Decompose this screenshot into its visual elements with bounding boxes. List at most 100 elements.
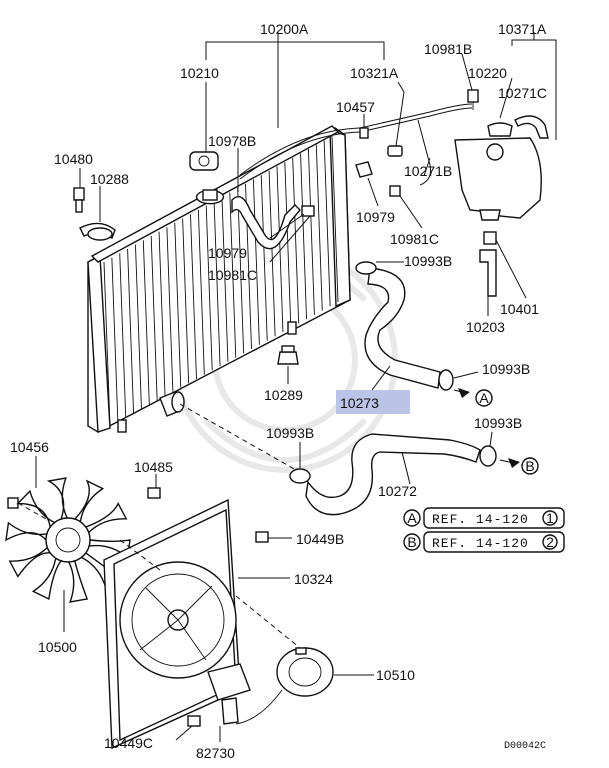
radiator-fin — [292, 157, 300, 324]
label-10979-right[interactable]: 10979 — [356, 209, 395, 225]
ref-a-letter: A — [407, 510, 417, 526]
ref-a-text: REF. 14-120 — [432, 512, 529, 527]
radiator-fin — [284, 162, 292, 328]
radiator-fin — [237, 188, 245, 354]
fan-blade — [16, 489, 56, 529]
label-10203[interactable]: 10203 — [466, 319, 505, 335]
ref-b-letter: B — [407, 534, 416, 550]
label-10200A[interactable]: 10200A — [260, 21, 309, 37]
label-10993B-low-left[interactable]: 10993B — [266, 425, 314, 441]
label-10210[interactable]: 10210 — [180, 65, 219, 81]
ref-box-a[interactable]: A REF. 14-120 1 — [403, 507, 565, 529]
radiator-fin — [134, 244, 142, 409]
radiator-fin — [307, 149, 315, 315]
fan-blade — [8, 546, 52, 578]
label-10981C-left[interactable]: 10981C — [208, 267, 257, 283]
label-10271B[interactable]: 10271B — [404, 163, 452, 179]
label-10978B[interactable]: 10978B — [208, 133, 256, 149]
label-10993B-mid[interactable]: 10993B — [482, 361, 530, 377]
radiator-fin — [323, 140, 331, 307]
fasteners — [7, 89, 497, 727]
arrow-b-letter: B — [525, 458, 534, 474]
label-10993B-top[interactable]: 10993B — [404, 253, 452, 269]
hose-10273 — [364, 267, 441, 389]
radiator-fin — [252, 179, 260, 345]
label-10449B[interactable]: 10449B — [296, 531, 344, 547]
radiator-fin — [331, 135, 339, 303]
label-10449C[interactable]: 10449C — [104, 735, 153, 751]
radiator — [87, 125, 351, 433]
radiator-fin — [300, 153, 308, 320]
radiator-fin — [221, 196, 229, 362]
ref-a-num: 1 — [546, 510, 554, 526]
part-labels: 10200A 10371A 10981B 10210 10321A 10220 … — [10, 21, 547, 761]
diagram-code: D00042C — [504, 741, 546, 752]
fan-blade — [31, 557, 63, 601]
resistor — [207, 663, 251, 725]
fan-shroud — [103, 498, 241, 750]
overflow-tube — [239, 103, 473, 176]
radiator-fin — [158, 231, 166, 397]
fan — [5, 477, 131, 603]
fan-blade — [67, 560, 89, 603]
radiator-fin — [276, 166, 284, 332]
label-10485[interactable]: 10485 — [134, 459, 173, 475]
upper-hose — [231, 196, 301, 250]
radiator-fin — [103, 261, 111, 427]
radiator-fin — [142, 240, 150, 405]
fan-blade — [5, 521, 48, 542]
label-10273[interactable]: 10273 — [340, 395, 379, 411]
label-10981C-right[interactable]: 10981C — [390, 231, 439, 247]
label-10220[interactable]: 10220 — [468, 65, 507, 81]
clamps — [289, 261, 497, 484]
radiator-fin — [315, 144, 323, 311]
radiator-fin — [119, 253, 127, 418]
label-10500[interactable]: 10500 — [38, 639, 77, 655]
radiator-fin — [166, 227, 174, 392]
fan-hub-inner — [55, 527, 81, 553]
radiator-fin — [197, 209, 205, 375]
label-10371A[interactable]: 10371A — [498, 21, 547, 37]
label-10993B-low-right[interactable]: 10993B — [474, 415, 522, 431]
fan-hub — [45, 517, 91, 563]
label-10321A[interactable]: 10321A — [350, 65, 399, 81]
ref-box-b[interactable]: B REF. 14-120 2 — [403, 531, 565, 553]
hose-10272 — [305, 433, 481, 516]
radiator-fin — [260, 175, 268, 341]
label-10289[interactable]: 10289 — [264, 387, 303, 403]
label-10981B-top[interactable]: 10981B — [424, 41, 472, 57]
leader-lines — [17, 32, 557, 742]
radiator-fin — [229, 192, 237, 358]
fan-blade — [46, 477, 69, 520]
reserve-tank — [454, 115, 549, 221]
fan-blade — [84, 501, 128, 534]
label-10272[interactable]: 10272 — [378, 483, 417, 499]
arrow-a-letter: A — [479, 390, 489, 406]
radiator-fin — [174, 222, 182, 388]
radiator-fin — [182, 218, 190, 384]
label-10510[interactable]: 10510 — [376, 667, 415, 683]
label-10324[interactable]: 10324 — [294, 571, 333, 587]
radiator-fin — [127, 248, 135, 414]
radiator-fin — [205, 205, 213, 371]
label-10271C[interactable]: 10271C — [498, 85, 547, 101]
ref-b-num: 2 — [546, 534, 554, 550]
radiator-fin — [268, 170, 276, 337]
label-10456[interactable]: 10456 — [10, 439, 49, 455]
label-10401[interactable]: 10401 — [500, 301, 539, 317]
radiator-fin — [213, 201, 221, 367]
part-highlight — [336, 390, 410, 414]
radiator-fin — [190, 214, 197, 379]
radiator-fin — [150, 235, 158, 401]
label-10480[interactable]: 10480 — [54, 151, 93, 167]
label-10288[interactable]: 10288 — [90, 171, 129, 187]
ref-b-text: REF. 14-120 — [432, 536, 529, 551]
label-10457[interactable]: 10457 — [336, 99, 375, 115]
label-10979-left[interactable]: 10979 — [208, 245, 247, 261]
label-82730[interactable]: 82730 — [196, 745, 235, 761]
fan-blade — [73, 479, 105, 523]
gasket-10210 — [189, 151, 219, 171]
fan-motor — [235, 647, 334, 725]
